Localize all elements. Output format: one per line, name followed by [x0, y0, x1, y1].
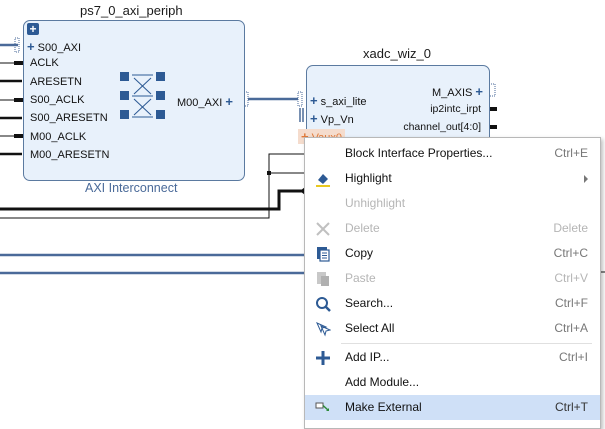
pin-ip2intc-irpt[interactable]: ip2intc_irpt	[430, 103, 481, 115]
menu-item-highlight[interactable]: Highlight	[305, 166, 600, 191]
paste-icon	[317, 272, 329, 286]
pin-channel-out[interactable]: channel_out[4:0]	[403, 121, 481, 133]
search-icon	[316, 297, 331, 312]
pin-s00-axi[interactable]: + S00_AXI	[27, 39, 82, 54]
pin-m00-aclk[interactable]: M00_ACLK	[30, 131, 87, 143]
context-menu: Block Interface Properties... Ctrl+E Hig…	[304, 137, 601, 429]
menu-item-copy[interactable]: Copy Ctrl+C	[305, 241, 600, 266]
wires-layer	[0, 37, 605, 275]
pin-aresetn[interactable]: ARESETN	[30, 76, 82, 88]
copy-icon	[317, 247, 330, 262]
pin-vp-vn[interactable]: + Vp_Vn	[310, 111, 354, 126]
menu-item-select-all[interactable]: Select All Ctrl+A	[305, 316, 600, 341]
pin-stub	[14, 134, 23, 138]
pin-stub	[14, 61, 23, 65]
expand-icon[interactable]: +	[27, 23, 39, 35]
highlight-icon	[316, 174, 330, 187]
menu-item-paste[interactable]: Paste Ctrl+V	[305, 266, 600, 291]
pin-stub	[489, 107, 497, 111]
pin-m-axis[interactable]: M_AXIS +	[431, 84, 483, 99]
block-title-interconnect: ps7_0_axi_periph	[80, 3, 183, 18]
block-title-xadc: xadc_wiz_0	[363, 46, 431, 61]
menu-item-unhighlight[interactable]: Unhighlight	[345, 196, 406, 210]
pin-s-axi-lite[interactable]: + s_axi_lite	[310, 93, 367, 108]
menu-item-search[interactable]: Search... Ctrl+F	[305, 291, 600, 316]
pin-s00-aresetn[interactable]: S00_ARESETN	[30, 112, 108, 124]
plus-icon: +	[310, 111, 318, 126]
pin-arrow	[300, 187, 305, 195]
submenu-arrow-icon	[584, 175, 588, 183]
pin-aclk[interactable]: ACLK	[30, 57, 59, 69]
plus-icon: +	[475, 84, 483, 99]
menu-item-block-interface-properties[interactable]: Block Interface Properties... Ctrl+E	[345, 146, 588, 160]
net-wire	[0, 153, 305, 219]
net-wire	[0, 189, 305, 211]
pin-s00-aclk[interactable]: S00_ACLK	[30, 94, 85, 106]
plus-icon: +	[225, 94, 233, 109]
make-external-icon	[315, 402, 329, 411]
axi-interconnect-block[interactable]: + + S00_AXI ACLK ARESETN S00_ACLK S00_AR…	[23, 20, 245, 181]
plus-icon: +	[301, 129, 309, 144]
pin-m00-aresetn[interactable]: M00_ARESETN	[30, 149, 110, 161]
crossbar-icon	[120, 72, 165, 119]
bus-port-marker	[297, 91, 303, 107]
menu-item-make-external[interactable]: Make External Ctrl+T	[305, 395, 600, 420]
delete-icon	[316, 222, 330, 236]
select-all-icon	[316, 322, 331, 337]
bus-port-marker	[14, 37, 20, 53]
pin-m00-axi[interactable]: M00_AXI +	[177, 94, 233, 109]
block-subtitle-interconnect: AXI Interconnect	[85, 181, 178, 195]
menu-item-add-ip[interactable]: Add IP... Ctrl+I	[305, 345, 600, 370]
plus-icon: +	[27, 39, 35, 54]
add-icon	[316, 351, 330, 365]
pin-stub	[14, 98, 23, 102]
menu-separator	[341, 343, 592, 344]
plus-icon: +	[310, 93, 318, 108]
menu-item-delete[interactable]: Delete Delete	[305, 216, 600, 241]
menu-item-add-module[interactable]: Add Module...	[345, 375, 420, 389]
net-junction	[267, 171, 271, 175]
pin-stub	[489, 125, 497, 129]
